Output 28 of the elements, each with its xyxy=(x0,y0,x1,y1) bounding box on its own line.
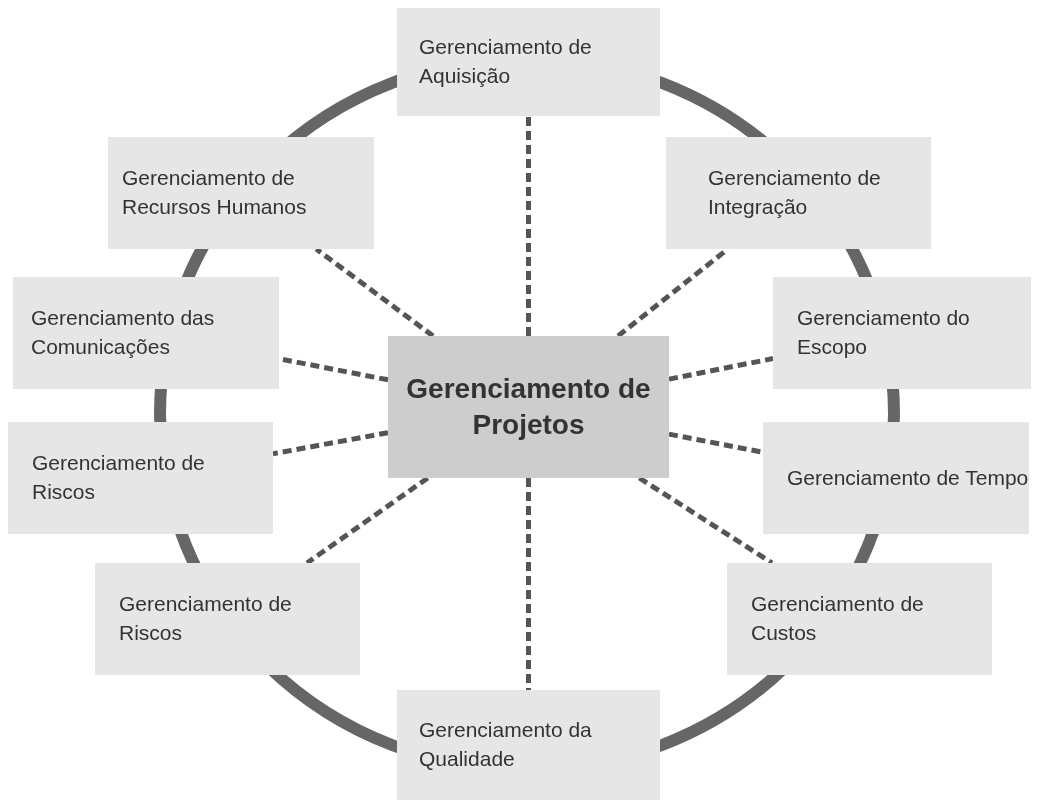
box-label: Gerenciamento de Aquisição xyxy=(419,34,593,89)
dashed-connector xyxy=(526,116,531,336)
process-box xyxy=(8,422,273,534)
box-label: Gerenciamento da Qualidade xyxy=(419,717,593,772)
dashed-connector xyxy=(314,247,435,338)
box-label: Gerenciamento de Riscos xyxy=(119,591,293,646)
process-box xyxy=(727,563,992,675)
box-label: Gerenciamento de Recursos Humanos xyxy=(122,165,308,220)
central-box xyxy=(388,336,669,478)
process-box xyxy=(773,277,1031,389)
process-box xyxy=(95,563,360,675)
process-box xyxy=(397,690,660,800)
process-box xyxy=(666,137,931,249)
process-box xyxy=(397,8,660,116)
process-box xyxy=(108,137,374,249)
box-label: Gerenciamento de Integração xyxy=(708,165,882,220)
box-label: Gerenciamento do Escopo xyxy=(797,305,971,360)
box-label: Gerenciamento de Custos xyxy=(751,591,925,646)
box-label: Gerenciamento de Tempo xyxy=(787,464,1029,491)
box-label: Gerenciamento de Projetos xyxy=(405,371,652,442)
dashed-connector xyxy=(526,478,531,690)
dashed-connector xyxy=(668,431,764,455)
box-label: Gerenciamento de Riscos xyxy=(32,450,206,505)
process-box xyxy=(763,422,1029,534)
box-label: Gerenciamento das Comunicações xyxy=(31,305,216,360)
process-box xyxy=(13,277,279,389)
dashed-connector xyxy=(272,430,389,457)
dashed-connector xyxy=(668,356,774,382)
